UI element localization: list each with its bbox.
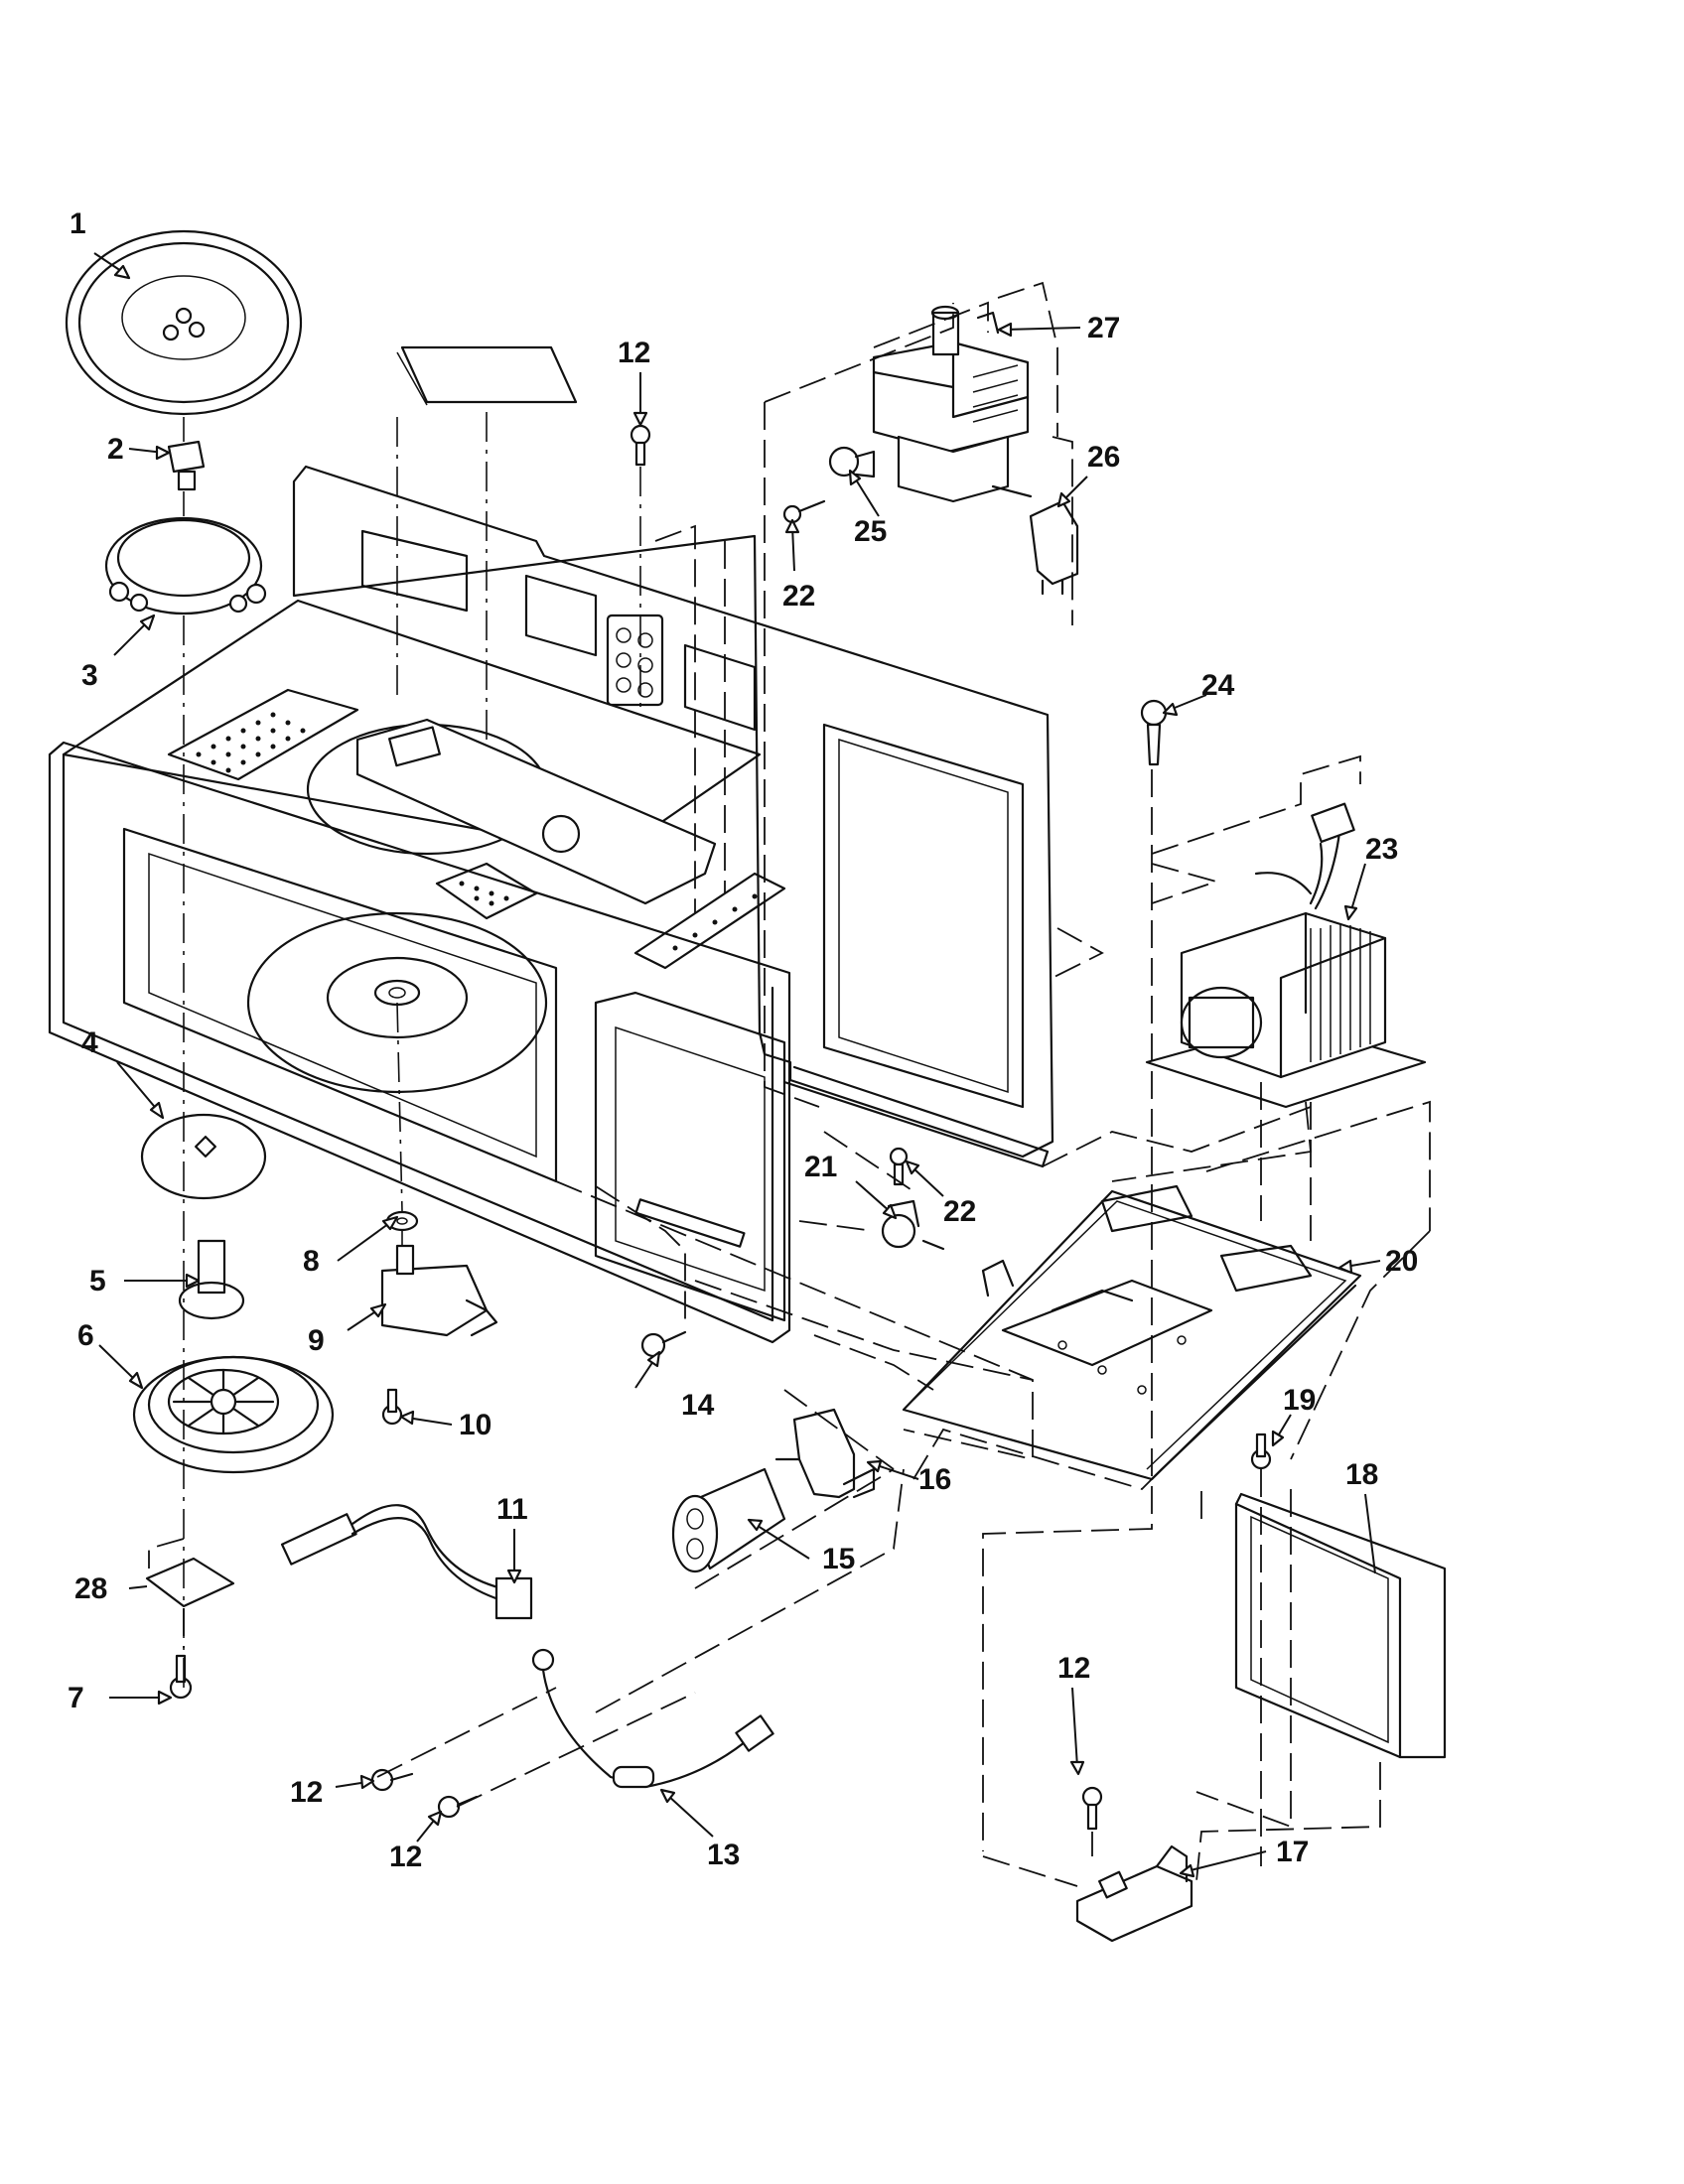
screw-22-lower: [889, 1147, 909, 1186]
callout-23: 23: [1365, 833, 1398, 866]
callout-10: 10: [459, 1409, 491, 1441]
callout-5: 5: [89, 1265, 106, 1297]
part-11-wire-harness: [280, 1504, 533, 1620]
callout-15: 15: [822, 1543, 855, 1575]
callout-12-top: 12: [618, 337, 650, 369]
callout-17: 17: [1276, 1836, 1309, 1868]
part-19-screw: [1250, 1433, 1272, 1470]
callout-1: 1: [70, 207, 86, 240]
assembly-guide-lines: [148, 281, 1431, 1887]
part-18-cover-panel: [1234, 1492, 1447, 1759]
callout-4: 4: [81, 1026, 98, 1059]
callout-21: 21: [804, 1151, 837, 1183]
callout-25: 25: [854, 515, 887, 548]
callout-7: 7: [68, 1682, 84, 1714]
callout-12-bottom: 12: [389, 1841, 422, 1873]
callout-28: 28: [74, 1572, 107, 1605]
callout-9: 9: [308, 1324, 325, 1357]
part-28-bracket-plate: [145, 1557, 235, 1608]
callout-26: 26: [1087, 441, 1120, 474]
part-26-connector-cover: [991, 484, 1079, 596]
screw-12-bottom-right: [1081, 1786, 1103, 1831]
callout-11: 11: [496, 1493, 528, 1526]
screw-22-upper: [782, 499, 826, 524]
part-17-bracket: [1075, 1844, 1193, 1943]
callout-13: 13: [707, 1839, 740, 1871]
screws-12-bottom-left: [370, 1768, 479, 1819]
part-10-screw: [381, 1388, 403, 1426]
part-27-magnetron: [872, 305, 1030, 503]
part-23-transformer: [1145, 802, 1427, 1109]
part-3-roller-ring: [104, 516, 267, 615]
callout-leaders: [93, 252, 1381, 1878]
callout-22-upper: 22: [782, 580, 815, 613]
part-21-thermostat: [881, 1199, 945, 1251]
callout-2: 2: [107, 433, 124, 466]
callout-14: 14: [681, 1389, 715, 1422]
part-1-turntable-tray: [65, 229, 303, 416]
part-6-stirrer-pulley: [132, 1355, 335, 1474]
part-5-shaft: [178, 1239, 245, 1320]
callout-27: 27: [1087, 312, 1120, 344]
oven-cavity-frame: [48, 465, 1054, 1344]
top-screw-12: [630, 424, 651, 467]
callout-3: 3: [81, 659, 98, 692]
part-16-capacitor-bracket: [774, 1408, 876, 1499]
part-2-coupler: [167, 440, 206, 491]
part-9-turntable-motor: [380, 1244, 498, 1337]
callout-6: 6: [77, 1319, 94, 1352]
part-7-screw: [169, 1654, 193, 1700]
callout-labels: 1 2 3 4 5 6 7 8 9 10 11 12 12 12 12 13 1…: [68, 207, 1418, 1873]
callout-22-lower: 22: [943, 1195, 976, 1228]
callout-18: 18: [1345, 1458, 1378, 1491]
part-13-ground-wire: [531, 1648, 774, 1789]
callout-24: 24: [1201, 669, 1235, 702]
callout-8: 8: [303, 1245, 320, 1278]
part-25-thermal-cutout: [828, 446, 876, 478]
part-4-stirrer-blade: [140, 1113, 267, 1200]
part-20-base-plate: [902, 1184, 1362, 1481]
callout-12-left: 12: [290, 1776, 323, 1809]
insulation-pad: [400, 345, 578, 404]
callout-19: 19: [1283, 1384, 1316, 1417]
part-14-screw: [640, 1330, 687, 1358]
part-15-capacitor: [671, 1467, 786, 1573]
callout-16: 16: [918, 1463, 951, 1496]
part-24-screw: [1140, 699, 1168, 766]
callout-20: 20: [1385, 1245, 1418, 1278]
callout-12-right: 12: [1057, 1652, 1090, 1685]
